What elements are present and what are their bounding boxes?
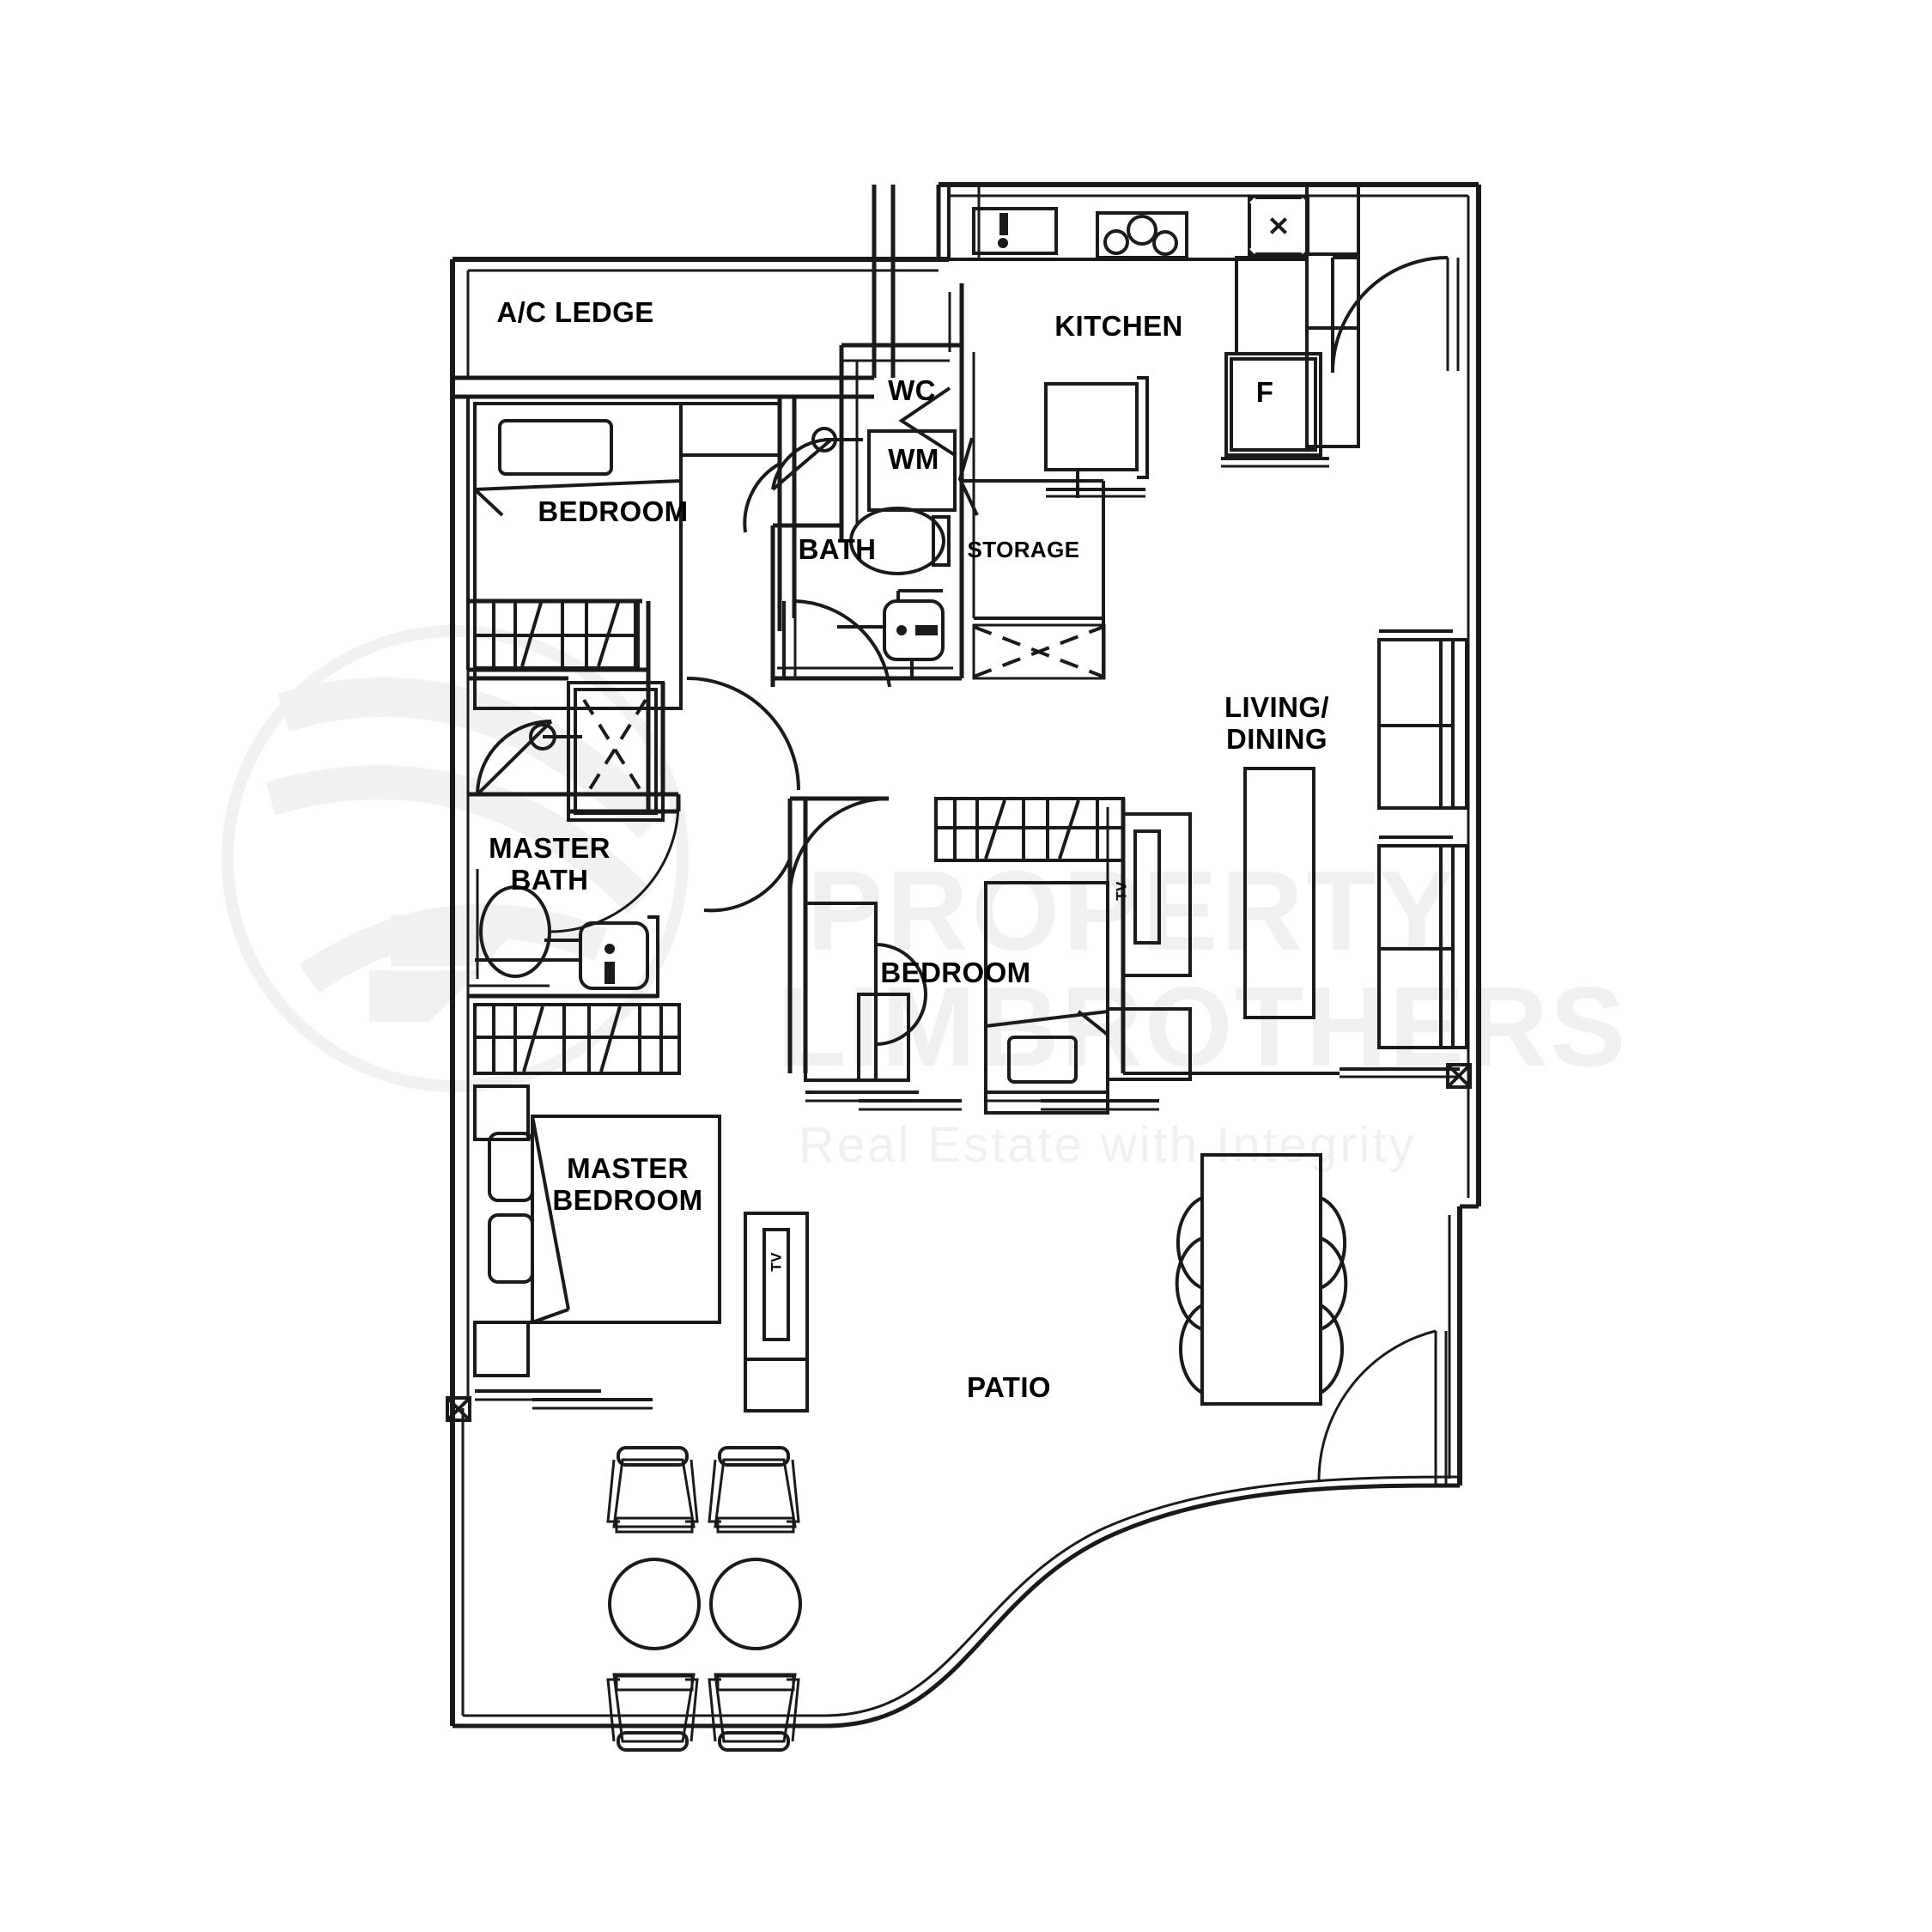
floor-plan-canvas: PROPERTY LIMBROTHERS Real Estate with In… [222, 182, 1625, 1752]
plan-linework [446, 182, 1481, 1752]
